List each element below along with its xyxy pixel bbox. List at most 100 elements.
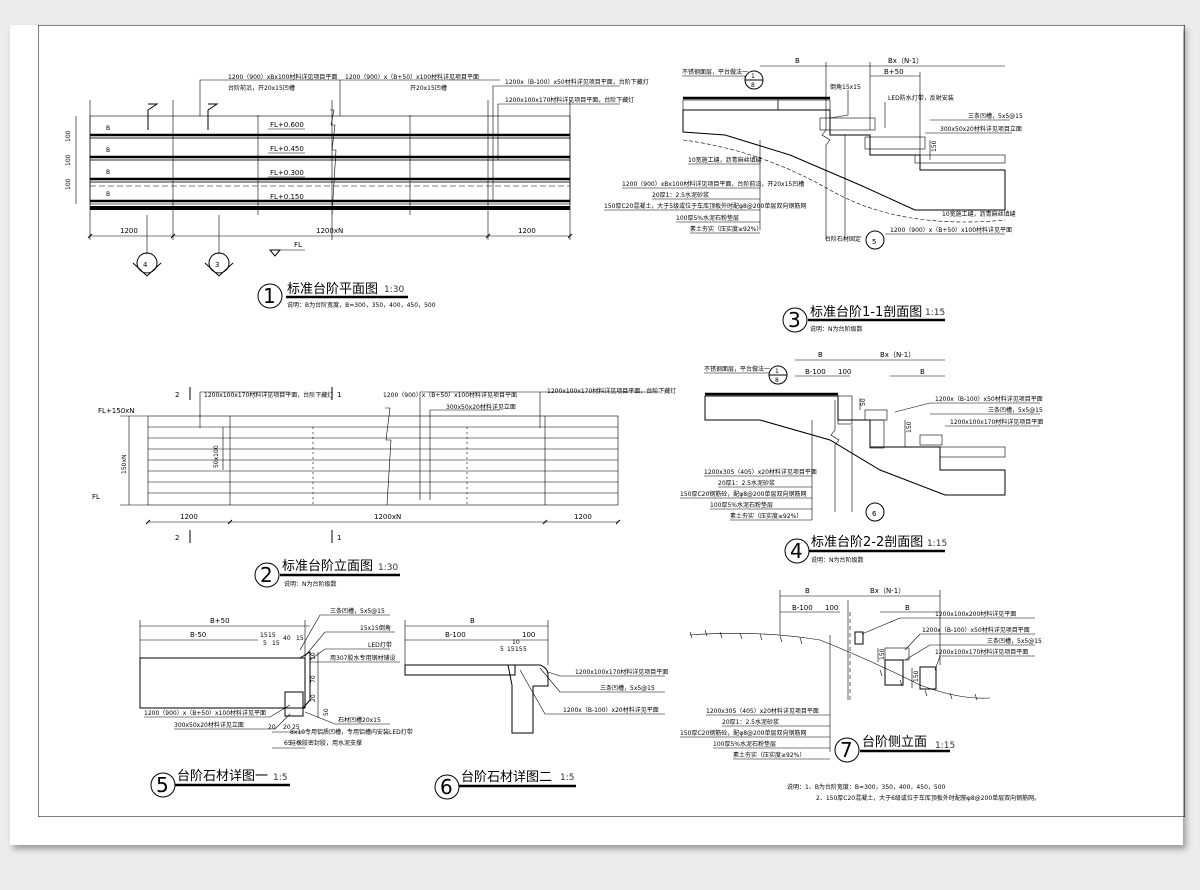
dim-label: B-100 bbox=[805, 368, 826, 376]
dim-label: 150 bbox=[931, 140, 938, 152]
callout-text: LED防水灯带，反射安装 bbox=[888, 94, 954, 102]
callout-text: 1200x100x170材料详见项目平面 bbox=[575, 668, 668, 676]
drawing-number: 1 bbox=[263, 284, 276, 308]
callout-text: 硅橡胶密封胶，用水泥支撑 bbox=[290, 739, 362, 747]
drawing-note: 说明：N为台阶级数 bbox=[811, 556, 864, 564]
level-label: FL+0.600 bbox=[270, 121, 304, 129]
dim-label: 1200 bbox=[180, 513, 198, 521]
dim-label: B bbox=[795, 57, 800, 65]
callout-text: 1200（900）x（B+50）x100材料详见平面 bbox=[144, 709, 266, 717]
dim-label: 40 bbox=[283, 635, 291, 642]
dim-label: 10 bbox=[310, 652, 317, 660]
drawing-number-circle bbox=[257, 283, 283, 309]
dim-label: Bx（N-1） bbox=[880, 351, 915, 359]
callout-text: 10宽施工缝，沥青麻丝填缝 bbox=[942, 210, 1016, 218]
dim-label: B bbox=[805, 587, 810, 595]
section-marker-label: 1 bbox=[751, 73, 755, 80]
drawing-note: 说明：B为台阶宽度，B=300，350，400，450，500 bbox=[287, 301, 436, 309]
section-mark: 1 bbox=[337, 391, 341, 399]
section-marker bbox=[865, 230, 885, 250]
dim-label: 25 bbox=[292, 724, 300, 731]
section-marker-label: 8 bbox=[751, 82, 755, 89]
dim-label: B+50 bbox=[210, 617, 230, 625]
drawing-scale: 1:15 bbox=[927, 539, 947, 549]
callout-text: 20厚1：2.5水泥砂浆 bbox=[718, 479, 775, 487]
section-marker-label: 3 bbox=[215, 261, 219, 269]
drawing-title: 标准台阶1-1剖面图 bbox=[810, 305, 922, 320]
callout-text: 1200（900）x（B+50）x100材料详见平面 bbox=[890, 226, 1012, 234]
callout-text: 100厚5%水泥石粉垫层 bbox=[710, 501, 773, 509]
callout-text: 1200x100x170材料详见项目平面，台阶下藏灯 bbox=[547, 387, 676, 395]
dim-label: 10 bbox=[512, 639, 520, 646]
drawing-title: 台阶石材详图二 bbox=[461, 770, 552, 785]
callout-text: 三条凹槽，5x5@15 bbox=[330, 607, 385, 615]
drawing-3-section: B Bx（N-1） B+50 1 8 不锈钢面层，平台做法一 10宽施工缝，沥青… bbox=[604, 57, 1023, 333]
drawing-number: 4 bbox=[790, 539, 803, 563]
dim-label: 5 bbox=[263, 640, 267, 647]
general-note: 说明：1、B为台阶宽度：B=300，350，400，450，500 bbox=[787, 783, 946, 791]
dim-label: 1200 bbox=[518, 227, 536, 235]
dim-label: 15 bbox=[260, 632, 268, 639]
callout-text: 8x10专用铝质凹槽，专用铝槽内安装LED灯带 bbox=[290, 728, 413, 736]
drawing-number-circle bbox=[834, 737, 860, 763]
dim-label: 150 bbox=[879, 648, 886, 660]
dim-label: 15 bbox=[272, 640, 280, 647]
section-marker bbox=[136, 252, 158, 274]
drawing-number: 3 bbox=[788, 308, 801, 332]
drawing-scale: 1:5 bbox=[273, 773, 287, 783]
callout-text: 台阶石材固定 bbox=[825, 235, 861, 243]
drawing-number: 2 bbox=[260, 563, 273, 587]
section-mark: 1 bbox=[337, 534, 341, 542]
dim-label: B bbox=[920, 368, 925, 376]
dim-label: 150 bbox=[913, 670, 920, 682]
callout-text: 300x50x20材料详见项目立面 bbox=[940, 125, 1022, 133]
dim-label: 100 bbox=[65, 154, 72, 166]
level-label: FL+0.150 bbox=[270, 193, 304, 201]
drawing-scale: 1:30 bbox=[378, 563, 398, 573]
callout-text: 150厚C20钢筋砼，配φ8@200单层双向钢筋网 bbox=[680, 729, 807, 737]
dim-label: 150 bbox=[906, 421, 913, 433]
drawing-scale: 1:15 bbox=[935, 741, 955, 751]
drawing-title: 台阶侧立面 bbox=[862, 735, 927, 750]
callout-text: LED灯带 bbox=[368, 641, 392, 649]
drawing-number: 5 bbox=[156, 773, 169, 797]
dim-label: B+50 bbox=[884, 68, 904, 76]
callout-text: 三条凹槽，5x5@15 bbox=[968, 112, 1023, 120]
section-marker bbox=[208, 252, 230, 274]
callout-text: 用307胶水专用钢材铺设 bbox=[330, 654, 395, 662]
callout-text: 不锈钢面层，平台做法一 bbox=[704, 365, 770, 373]
callout-text: 1200x（B-100）x50材料详见项目平面 bbox=[922, 626, 1030, 634]
dim-label: Bx（N-1） bbox=[888, 57, 923, 65]
callout-text: 1200x100x170材料详见项目平面 bbox=[950, 418, 1043, 426]
callout-text: 1200x100x170材料详见项目平面，台阶下藏灯 bbox=[505, 96, 634, 104]
callout-text: 不锈钢面层，平台做法一 bbox=[682, 68, 748, 76]
dim-label: B bbox=[905, 604, 910, 612]
dim-label: 15 bbox=[507, 646, 515, 653]
width-label: B bbox=[106, 125, 110, 132]
callout-text: 1200x100x170材料详见项目平面 bbox=[935, 648, 1028, 656]
floor-level-label: FL bbox=[92, 493, 100, 501]
dim-label: 15 bbox=[515, 646, 523, 653]
callout-text: 100厚5%水泥石粉垫层 bbox=[713, 740, 776, 748]
drawing-note: 说明：N为台阶级数 bbox=[284, 580, 337, 588]
dim-label: 20 bbox=[283, 724, 291, 731]
drawing-number: 7 bbox=[840, 738, 853, 762]
callout-text: 150厚C20混凝土，大于5级或位于车库顶板外时配φ8@200单层双向钢筋网 bbox=[604, 202, 806, 210]
drawing-title: 标准台阶平面图 bbox=[287, 282, 378, 297]
dim-label: B-100 bbox=[445, 631, 466, 639]
width-label: B bbox=[106, 169, 110, 176]
dim-label: 100 bbox=[65, 178, 72, 190]
general-note: 2、150厚C20混凝土，大于6级或位于车库顶板外时配筋φ8@200单层双向钢筋… bbox=[816, 794, 1040, 802]
callout-text: 素土夯实（压实度≥92%） bbox=[730, 512, 802, 520]
drawing-title: 标准台阶2-2剖面图 bbox=[811, 535, 923, 550]
level-label: FL+0.450 bbox=[270, 145, 304, 153]
callout-text: 1200x305（405）x20材料详见项目平面 bbox=[706, 707, 819, 715]
callout-text: 300x50x20材料详见立面 bbox=[446, 403, 516, 411]
level-label: FL+150xN bbox=[98, 407, 135, 415]
dim-label: 150xN bbox=[121, 455, 128, 475]
drawing-number: 6 bbox=[440, 775, 453, 799]
drawing-2-elevation: FL+150xN FL 150xN 50x100 1200x100x170材料详… bbox=[92, 387, 676, 588]
width-label: B bbox=[106, 191, 110, 198]
section-marker-label: 4 bbox=[143, 261, 148, 269]
callout-text: 15x15倒角 bbox=[360, 624, 391, 632]
